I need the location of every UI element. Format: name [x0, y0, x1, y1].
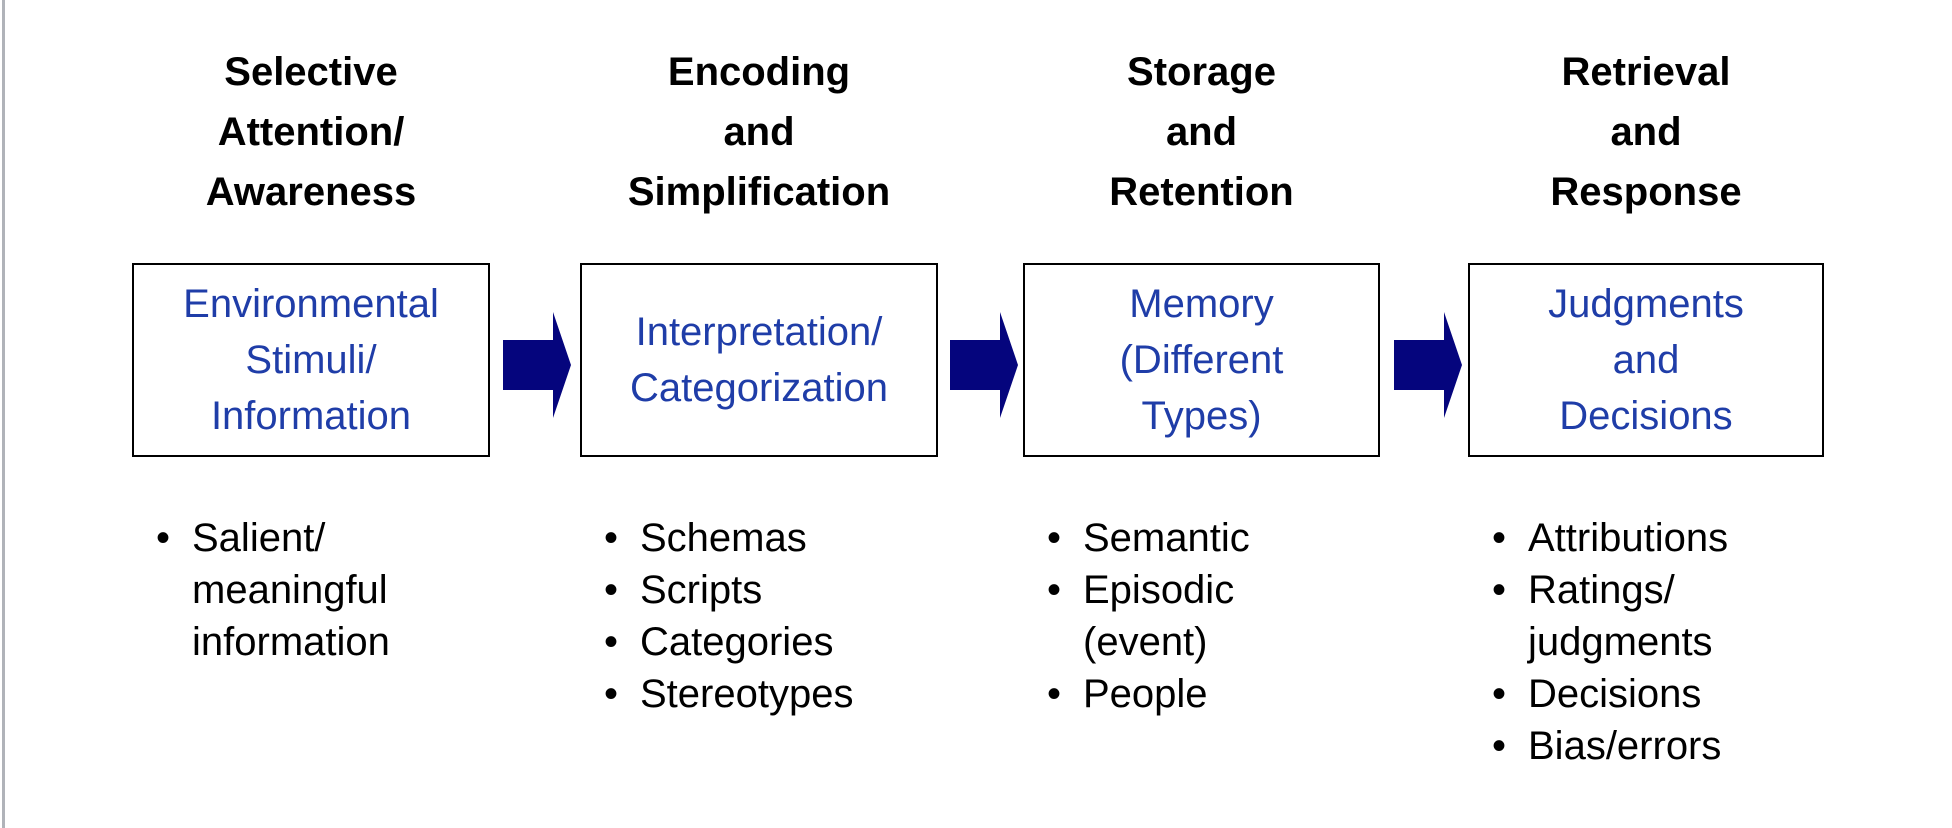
bullet-marker: • — [1047, 672, 1062, 716]
list-item: • Schemas — [604, 512, 958, 564]
bullet-marker: • — [1492, 672, 1507, 716]
list-item: • Bias/errors — [1492, 720, 1844, 772]
bullet-marker: • — [604, 672, 619, 716]
bullet-list: • Salient/ meaningful information — [156, 512, 510, 668]
list-item: • Attributions — [1492, 512, 1844, 564]
stage-box: Memory (Different Types) — [1023, 263, 1380, 457]
stage-header: Storage and Retention — [1109, 50, 1294, 214]
list-item: • Salient/ meaningful information — [156, 512, 510, 668]
stage-column-storage: Storage and Retention Memory (Different … — [1023, 0, 1380, 828]
stage-box-label: Environmental Stimuli/ Information — [183, 282, 439, 438]
stage-column-retrieval: Retrieval and Response Judgments and Dec… — [1468, 0, 1824, 828]
bullet-marker: • — [604, 516, 619, 560]
bullet-list: • Attributions • Ratings/ judgments • De… — [1492, 512, 1844, 772]
stage-box: Environmental Stimuli/ Information — [132, 263, 490, 457]
list-item: • Scripts — [604, 564, 958, 616]
list-item: • Stereotypes — [604, 668, 958, 720]
list-item: • Semantic — [1047, 512, 1400, 564]
stage-column-selective-attention: Selective Attention/ Awareness Environme… — [132, 0, 490, 828]
bullet-marker: • — [604, 568, 619, 612]
list-item: • Episodic (event) — [1047, 564, 1400, 668]
stage-box-label: Judgments and Decisions — [1548, 282, 1744, 438]
flow-arrow-icon — [503, 312, 571, 418]
bullet-marker: • — [156, 516, 171, 560]
list-item: • Decisions — [1492, 668, 1844, 720]
stage-header: Selective Attention/ Awareness — [205, 50, 417, 214]
bullet-marker: • — [1492, 724, 1507, 768]
bullet-marker: • — [1492, 516, 1507, 560]
stage-column-encoding: Encoding and Simplification Interpretati… — [580, 0, 938, 828]
stage-header: Retrieval and Response — [1550, 50, 1742, 214]
bullet-marker: • — [1047, 516, 1062, 560]
bullet-marker: • — [604, 620, 619, 664]
stage-box: Judgments and Decisions — [1468, 263, 1824, 457]
bullet-list: • Semantic • Episodic (event) • People — [1047, 512, 1400, 720]
list-item: • Ratings/ judgments — [1492, 564, 1844, 668]
list-item: • People — [1047, 668, 1400, 720]
window-edge-divider — [2, 0, 5, 828]
bullet-list: • Schemas • Scripts • Categories • Stere… — [604, 512, 958, 720]
bullet-marker: • — [1047, 568, 1062, 612]
flow-arrow-icon — [950, 312, 1018, 418]
bullet-marker: • — [1492, 568, 1507, 612]
list-item: • Categories — [604, 616, 958, 668]
flow-arrow-icon — [1394, 312, 1462, 418]
stage-header: Encoding and Simplification — [627, 50, 891, 214]
stage-box-label: Interpretation/ Categorization — [630, 310, 888, 410]
stage-box-label: Memory (Different Types) — [1119, 282, 1284, 438]
stage-box: Interpretation/ Categorization — [580, 263, 938, 457]
